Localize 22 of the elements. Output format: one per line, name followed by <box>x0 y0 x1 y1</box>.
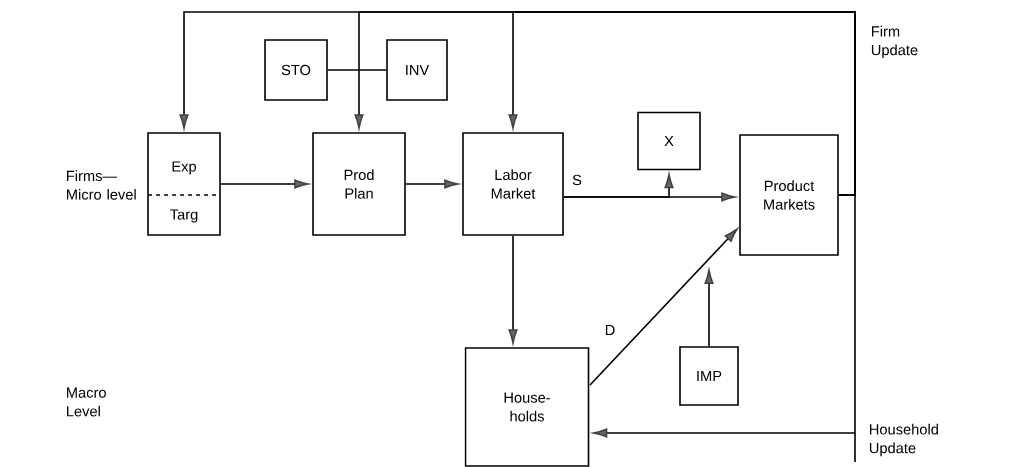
process-box: IMP <box>679 346 739 406</box>
process-box: Labor Market <box>462 132 564 236</box>
update-label: Firm Update <box>871 25 918 59</box>
process-box: Product Markets <box>739 134 839 256</box>
process-box: X <box>637 111 701 171</box>
process-box: INV <box>386 39 448 101</box>
process-box: Prod Plan <box>312 132 406 236</box>
arrow <box>220 179 309 189</box>
arrow <box>508 11 856 196</box>
arrow <box>592 194 856 463</box>
edge-label: D <box>603 323 617 337</box>
arrow <box>563 173 674 198</box>
process-box: Exp Targ <box>147 132 221 236</box>
update-label: Household Update <box>869 423 938 457</box>
edge-label: S <box>571 173 583 187</box>
level-label: Macro Level <box>67 387 106 417</box>
arrow <box>589 228 738 386</box>
process-box: House- holds <box>464 347 590 467</box>
arrow <box>704 269 714 347</box>
arrow <box>508 235 518 344</box>
process-box: STO <box>264 39 328 101</box>
arrow <box>405 179 459 189</box>
